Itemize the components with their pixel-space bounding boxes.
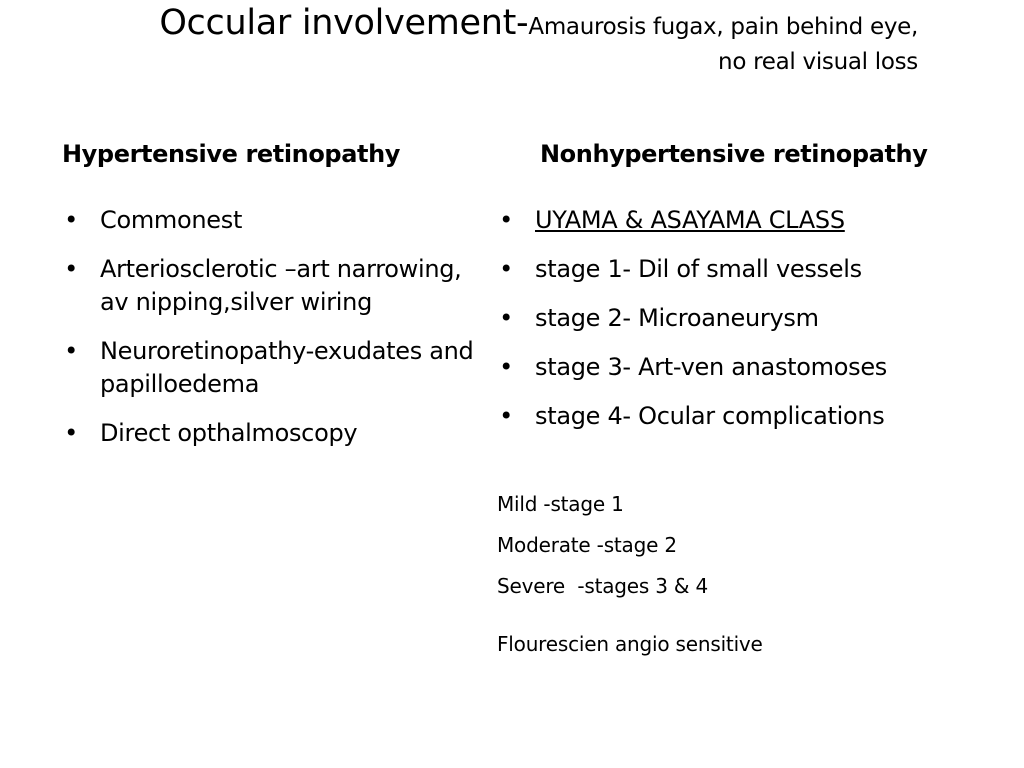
bullet-text: Arteriosclerotic –art narrowing, av nipp… (100, 255, 462, 316)
bullet-text: stage 3- Art-ven anastomoses (535, 353, 887, 381)
bullet-text: stage 1- Dil of small vessels (535, 255, 862, 283)
note-mild: Mild -stage 1 (497, 492, 624, 516)
list-item: • stage 2- Microaneurysm (497, 302, 967, 335)
list-item: • stage 1- Dil of small vessels (497, 253, 967, 286)
bullet-icon: • (499, 353, 513, 381)
bullet-text: stage 2- Microaneurysm (535, 304, 819, 332)
title-line-1: Occular involvement-Amaurosis fugax, pai… (60, 6, 918, 41)
note-angiography: Flourescien angio sensitive (497, 632, 763, 656)
list-item: • stage 4- Ocular complications (497, 400, 967, 433)
bullet-icon: • (64, 419, 78, 447)
note-severe: Severe -stages 3 & 4 (497, 574, 709, 598)
title-main: Occular involvement- (159, 3, 529, 43)
bullet-text-classification-title: UYAMA & ASAYAMA CLASS (535, 206, 845, 234)
bullet-icon: • (499, 255, 513, 283)
left-column-heading: Hypertensive retinopathy (62, 140, 401, 168)
list-item: • Direct opthalmoscopy (62, 417, 486, 450)
bullet-text: Direct opthalmoscopy (100, 419, 358, 447)
right-column-heading: Nonhypertensive retinopathy (540, 140, 928, 168)
list-item: • Neuroretinopathy-exudates and papilloe… (62, 335, 486, 401)
bullet-text: stage 4- Ocular complications (535, 402, 885, 430)
list-item: • Commonest (62, 204, 486, 237)
title-subtitle-part-2: no real visual loss (718, 49, 918, 75)
left-bullet-list: • Commonest • Arteriosclerotic –art narr… (62, 204, 486, 466)
note-moderate: Moderate -stage 2 (497, 533, 677, 557)
list-item: • UYAMA & ASAYAMA CLASS (497, 204, 967, 237)
right-bullet-list: • UYAMA & ASAYAMA CLASS • stage 1- Dil o… (497, 204, 967, 449)
bullet-icon: • (64, 206, 78, 234)
list-item: • stage 3- Art-ven anastomoses (497, 351, 967, 384)
severity-notes: Mild -stage 1 Moderate -stage 2 Severe -… (497, 490, 763, 671)
bullet-text: Commonest (100, 206, 243, 234)
bullet-icon: • (64, 255, 78, 283)
title-subtitle-part-1: Amaurosis fugax, pain behind eye, (528, 14, 918, 40)
bullet-text: Neuroretinopathy-exudates and papilloede… (100, 337, 474, 398)
list-item: • Arteriosclerotic –art narrowing, av ni… (62, 253, 486, 319)
bullet-icon: • (499, 402, 513, 430)
bullet-icon: • (499, 206, 513, 234)
slide-title: Occular involvement-Amaurosis fugax, pai… (60, 6, 918, 74)
bullet-icon: • (499, 304, 513, 332)
bullet-icon: • (64, 337, 78, 365)
